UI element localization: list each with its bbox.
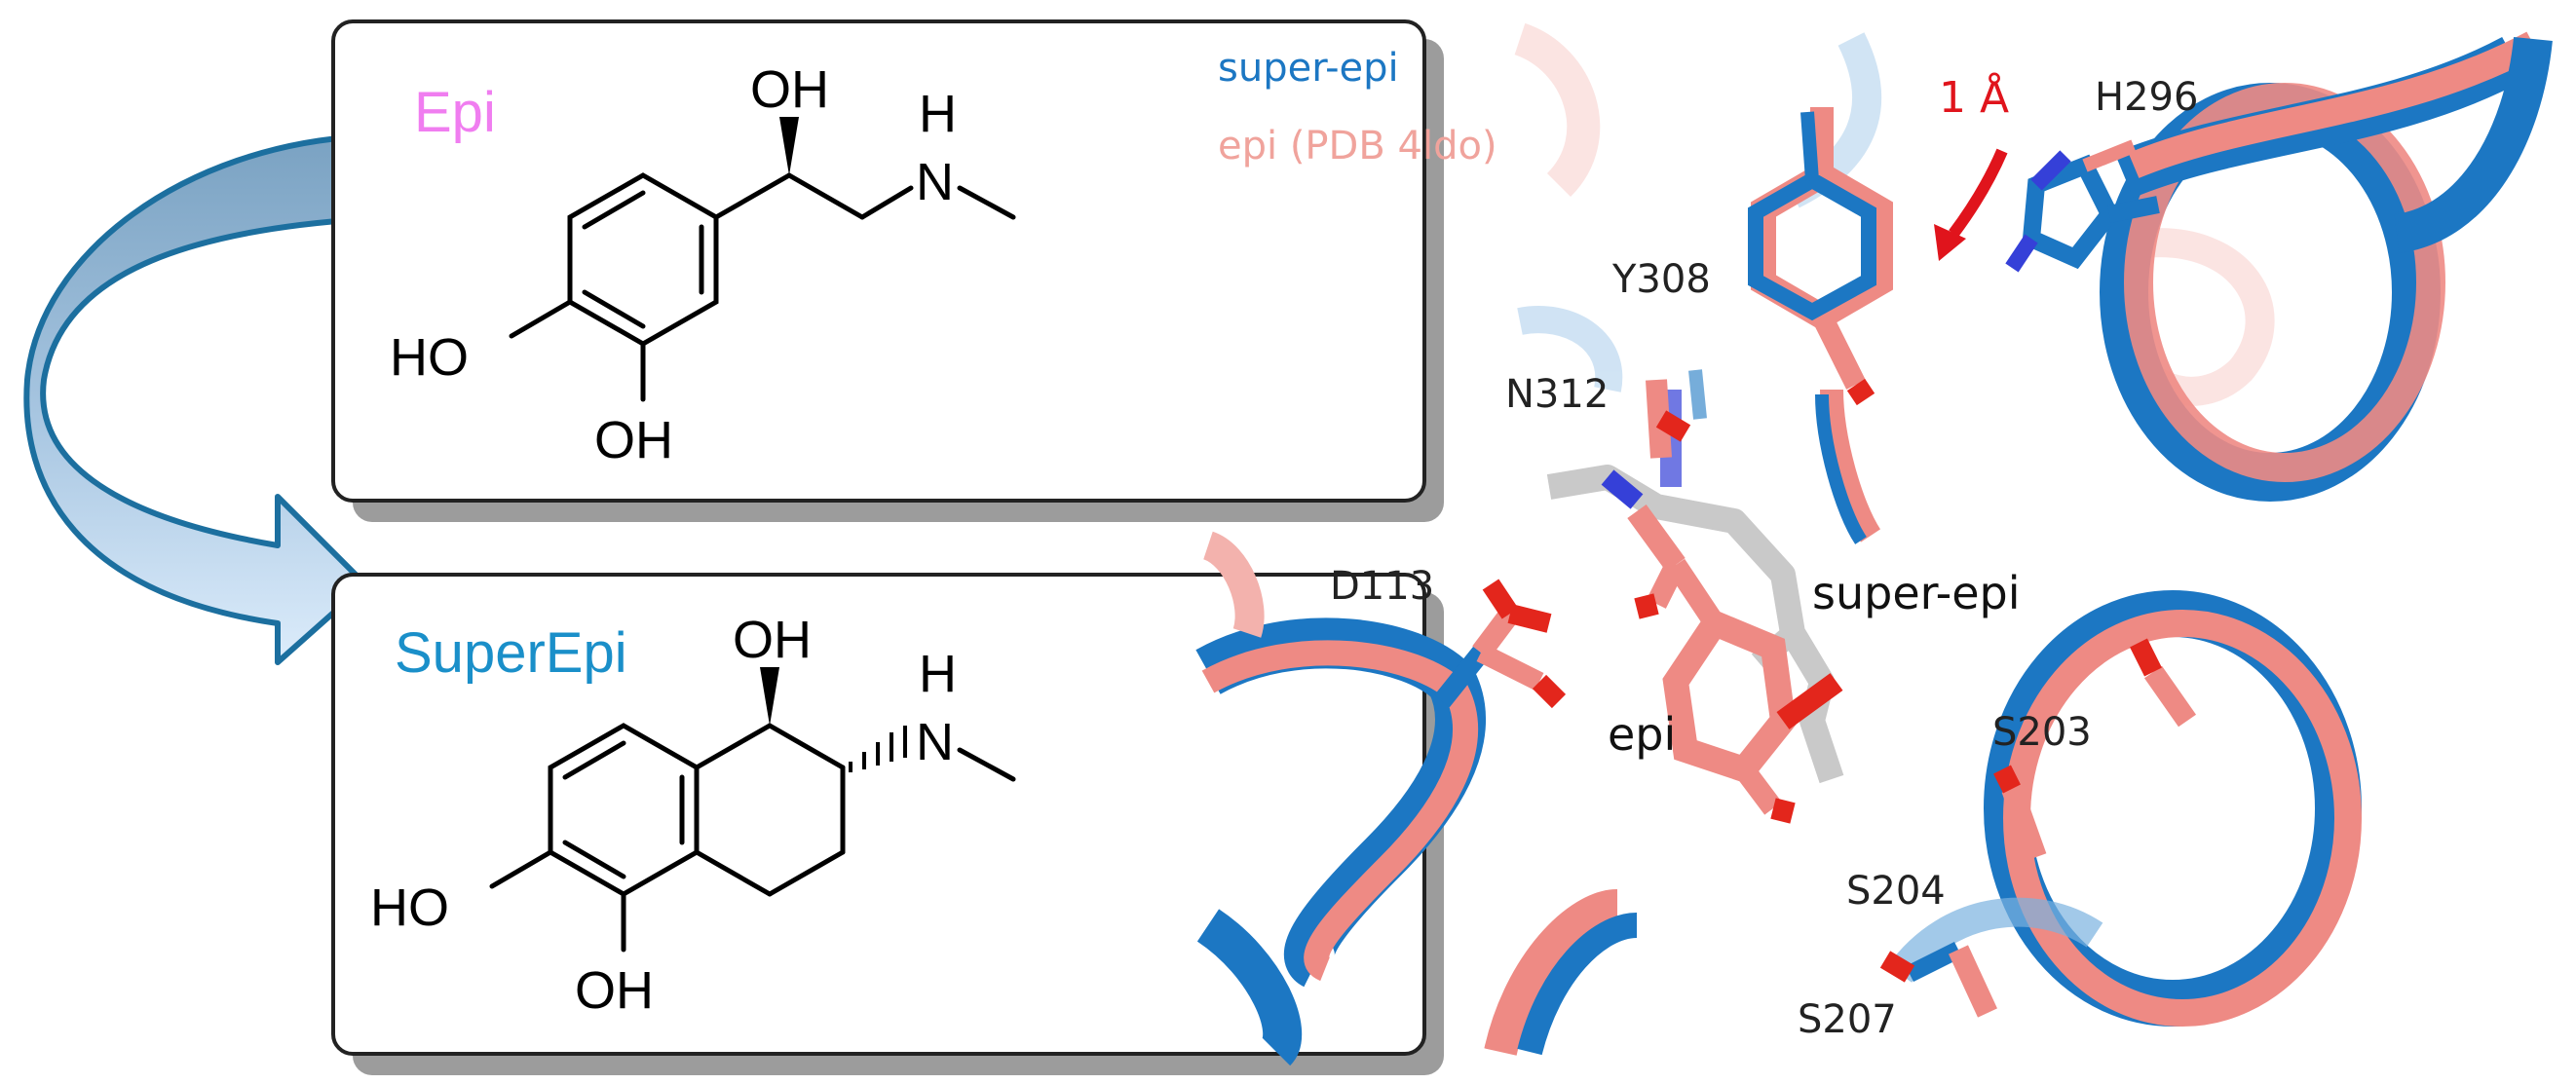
- ligand-epi: [1627, 504, 1843, 824]
- epi-h: H: [919, 85, 957, 143]
- epi-oh-bottom: OH: [594, 411, 673, 469]
- helix-h296: [2100, 31, 2553, 502]
- superepi-oh-bottom: OH: [575, 961, 654, 1020]
- superepi-ho-left: HO: [370, 878, 449, 937]
- label-h296: H296: [2095, 75, 2198, 120]
- residue-serine-sidechains: [1879, 638, 2197, 1018]
- label-s203: S203: [1992, 710, 2092, 755]
- superepi-title: SuperEpi: [395, 621, 627, 685]
- residue-n312-sidechain: [1646, 369, 1707, 487]
- structure-panel: 1 Å super-epi epi (PDB 4ldo) H296 Y308 N…: [1195, 22, 2553, 1066]
- shift-arrowhead: [1934, 224, 1966, 261]
- epi-n: N: [916, 153, 954, 211]
- label-d113: D113: [1330, 564, 1434, 609]
- label-s207: S207: [1798, 997, 1897, 1042]
- residue-d113-sidechain: [1434, 579, 1567, 709]
- label-y308: Y308: [1611, 257, 1711, 302]
- residue-y308-sidechain: [1748, 107, 1893, 544]
- helix-d113: [1195, 531, 1487, 1066]
- epi-oh-top: OH: [750, 60, 829, 119]
- superepi-h: H: [919, 645, 957, 703]
- label-ligand-epi: epi: [1608, 708, 1676, 761]
- superepi-card: SuperEpi: [331, 573, 1444, 1075]
- shift-arrow: [1949, 148, 2008, 238]
- superepi-n: N: [916, 713, 954, 771]
- label-ligand-superepi: super-epi: [1812, 567, 2020, 619]
- epi-title: Epi: [414, 81, 496, 144]
- molecule-panel: Epi OH H N HO OH: [23, 19, 1444, 1075]
- helix-bottom: [1484, 889, 1639, 1056]
- residue-h296-sidechain: [2005, 139, 2160, 273]
- epi-box: [331, 19, 1426, 503]
- conversion-arrow: [23, 133, 368, 665]
- superepi-oh-top: OH: [733, 611, 812, 669]
- label-n312: N312: [1505, 372, 1609, 417]
- label-s204: S204: [1846, 869, 1946, 914]
- epi-card: Epi OH H N HO OH: [331, 19, 1444, 522]
- epi-ho-left: HO: [390, 328, 469, 387]
- legend-superepi: super-epi: [1218, 46, 1399, 91]
- shift-label: 1 Å: [1939, 71, 2009, 123]
- legend-epi: epi (PDB 4ldo): [1218, 124, 1497, 168]
